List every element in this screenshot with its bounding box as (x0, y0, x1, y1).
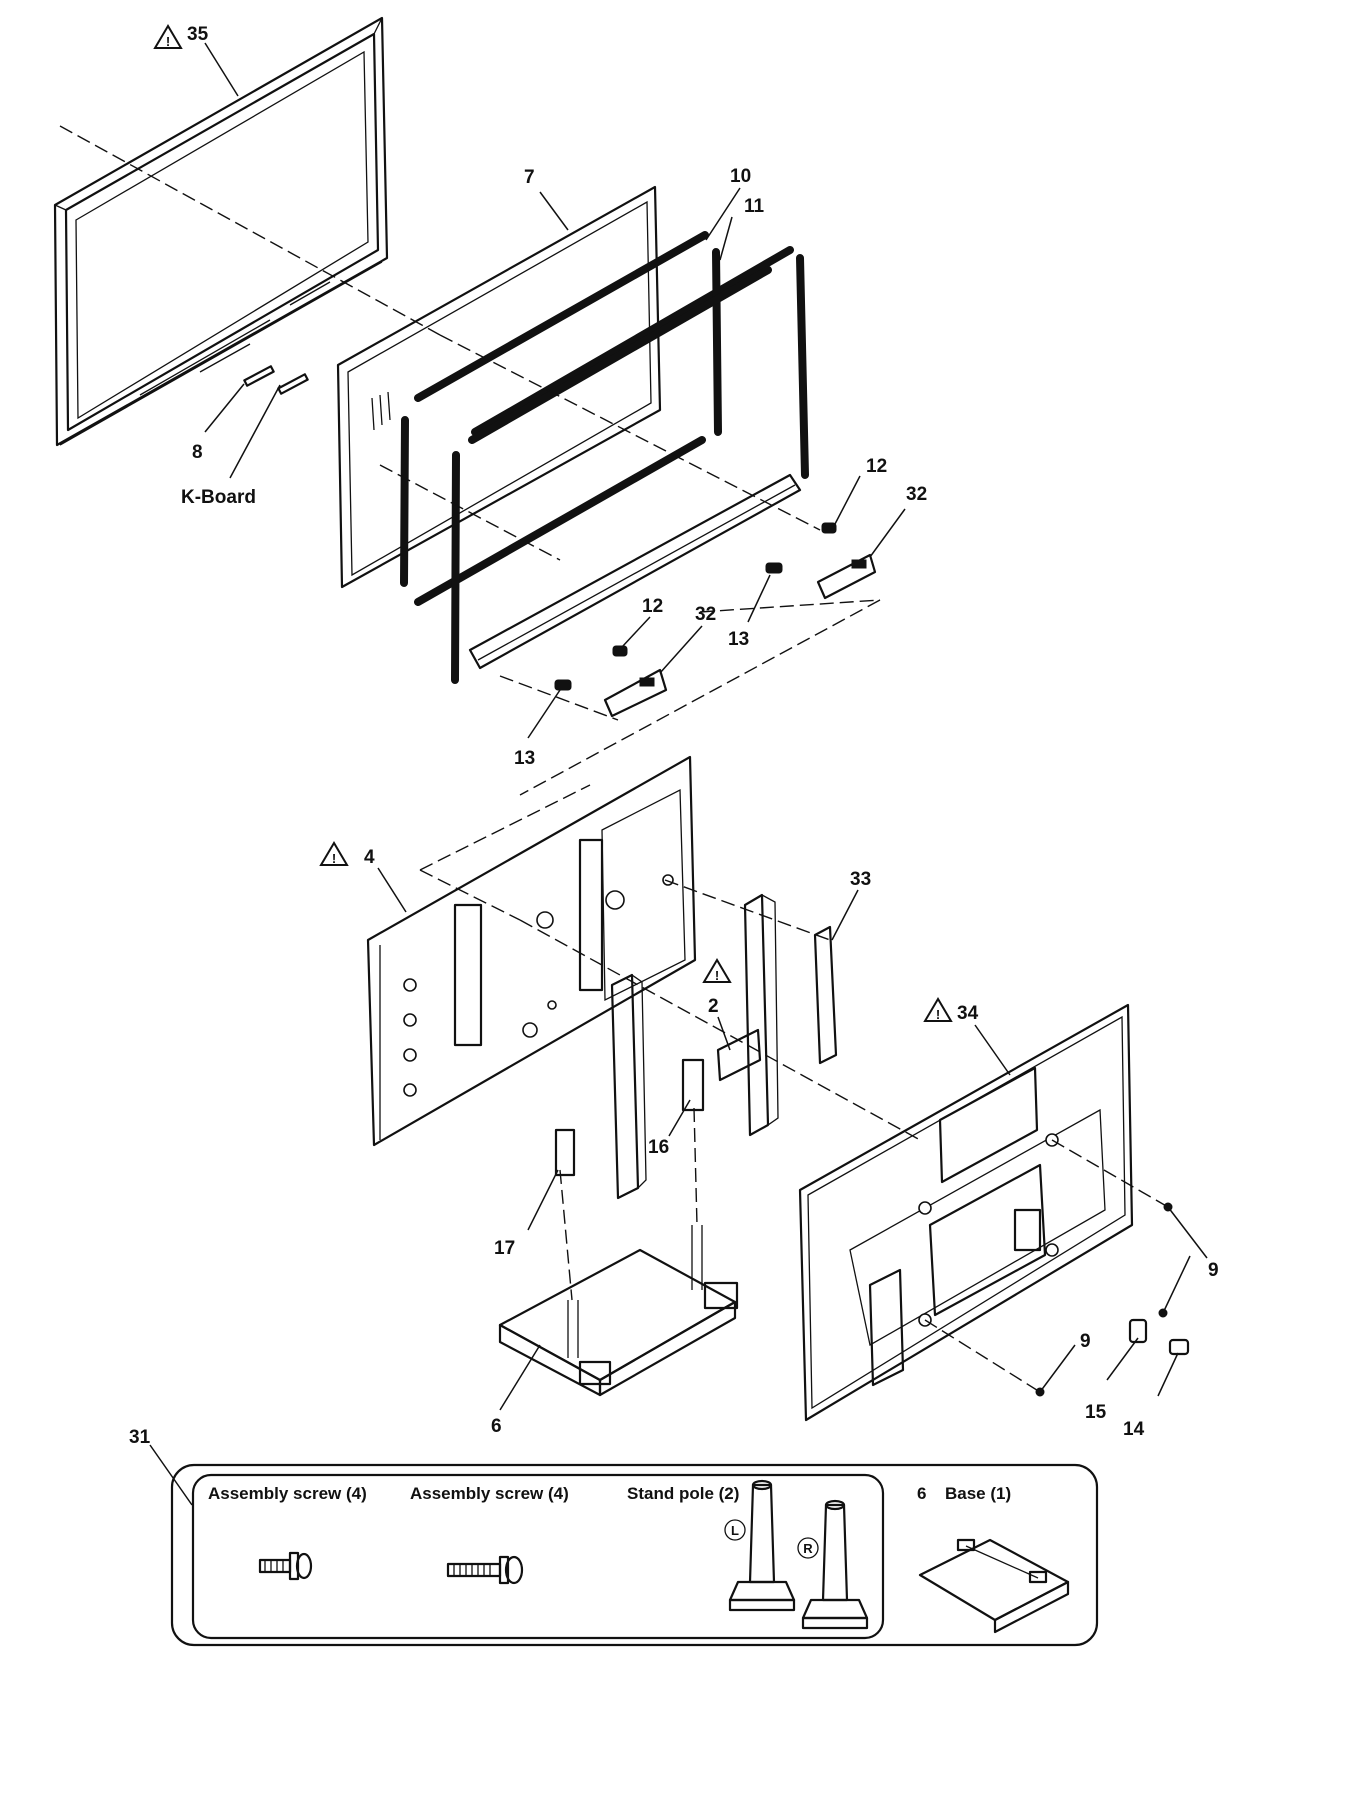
long-screw-icon (446, 1555, 524, 1585)
callout-16: 16 (648, 1137, 669, 1158)
assembly-screw-label: Assembly screw (4) (410, 1484, 569, 1503)
stand-pole-left-icon: L (724, 1479, 796, 1612)
callout-11: 11 (744, 196, 765, 217)
warning-mark: ! (715, 968, 719, 983)
callout-13: 13 (728, 629, 749, 650)
base-icon (918, 1538, 1070, 1634)
warning-triangle-icon: ! (319, 841, 349, 866)
callout-14: 14 (1123, 1419, 1145, 1440)
callout-15: 15 (1085, 1402, 1107, 1423)
callout-13: 13 (514, 748, 535, 769)
callout-6: 6 (491, 1416, 502, 1437)
callout-9: 9 (1208, 1260, 1219, 1281)
callout-32: 32 (695, 604, 716, 625)
panel-glass-part (336, 185, 662, 589)
callout-31: 31 (129, 1427, 151, 1448)
callout-34: 34 (957, 1003, 979, 1024)
callout-7: 7 (524, 167, 535, 188)
pedestal-base-part (498, 1225, 739, 1397)
base-number: 6 (917, 1484, 926, 1503)
warning-triangle-icon: ! (923, 997, 953, 1022)
bracket-12-32-13-parts (554, 522, 877, 718)
warning-triangle-icon: ! (702, 958, 732, 983)
warning-mark: ! (166, 34, 170, 49)
rear-cover-part (798, 1003, 1134, 1422)
callout-17: 17 (494, 1238, 515, 1259)
callout-4: 4 (364, 847, 375, 868)
accessory-kit-box: Assembly screw (4) Assembly screw (4) St… (170, 1463, 1099, 1647)
callout-9: 9 (1080, 1331, 1091, 1352)
assembly-guide-lines (59, 125, 1169, 1393)
warning-triangle-icon: ! (153, 24, 183, 49)
chassis-plate-part (366, 755, 697, 1147)
callout-32: 32 (906, 484, 927, 505)
callout-33: 33 (850, 869, 871, 890)
stand-columns-part (554, 893, 838, 1200)
callout-12: 12 (866, 456, 887, 477)
callout-10: 10 (730, 166, 751, 187)
base-label: Base (1) (945, 1484, 1011, 1503)
callout-2: 2 (708, 996, 719, 1017)
lower-rail-part (468, 473, 802, 670)
k-board-part (243, 365, 309, 395)
callout-35: 35 (187, 24, 209, 45)
stand-pole-label: Stand pole (2) (627, 1484, 739, 1503)
warning-mark: ! (332, 851, 336, 866)
assembly-screw-label: Assembly screw (4) (208, 1484, 367, 1503)
pole-right-mark: R (803, 1541, 813, 1556)
callout-8: 8 (192, 442, 203, 463)
callout-k-board: K-Board (181, 487, 256, 508)
front-bezel-part (53, 16, 389, 447)
warning-mark: ! (936, 1007, 940, 1022)
gasket-strips-part (400, 231, 809, 684)
short-screw-icon (258, 1551, 313, 1581)
callout-12: 12 (642, 596, 663, 617)
stand-pole-right-icon: R (797, 1499, 869, 1630)
pole-left-mark: L (731, 1523, 739, 1538)
leader-lines (149, 42, 1208, 1506)
